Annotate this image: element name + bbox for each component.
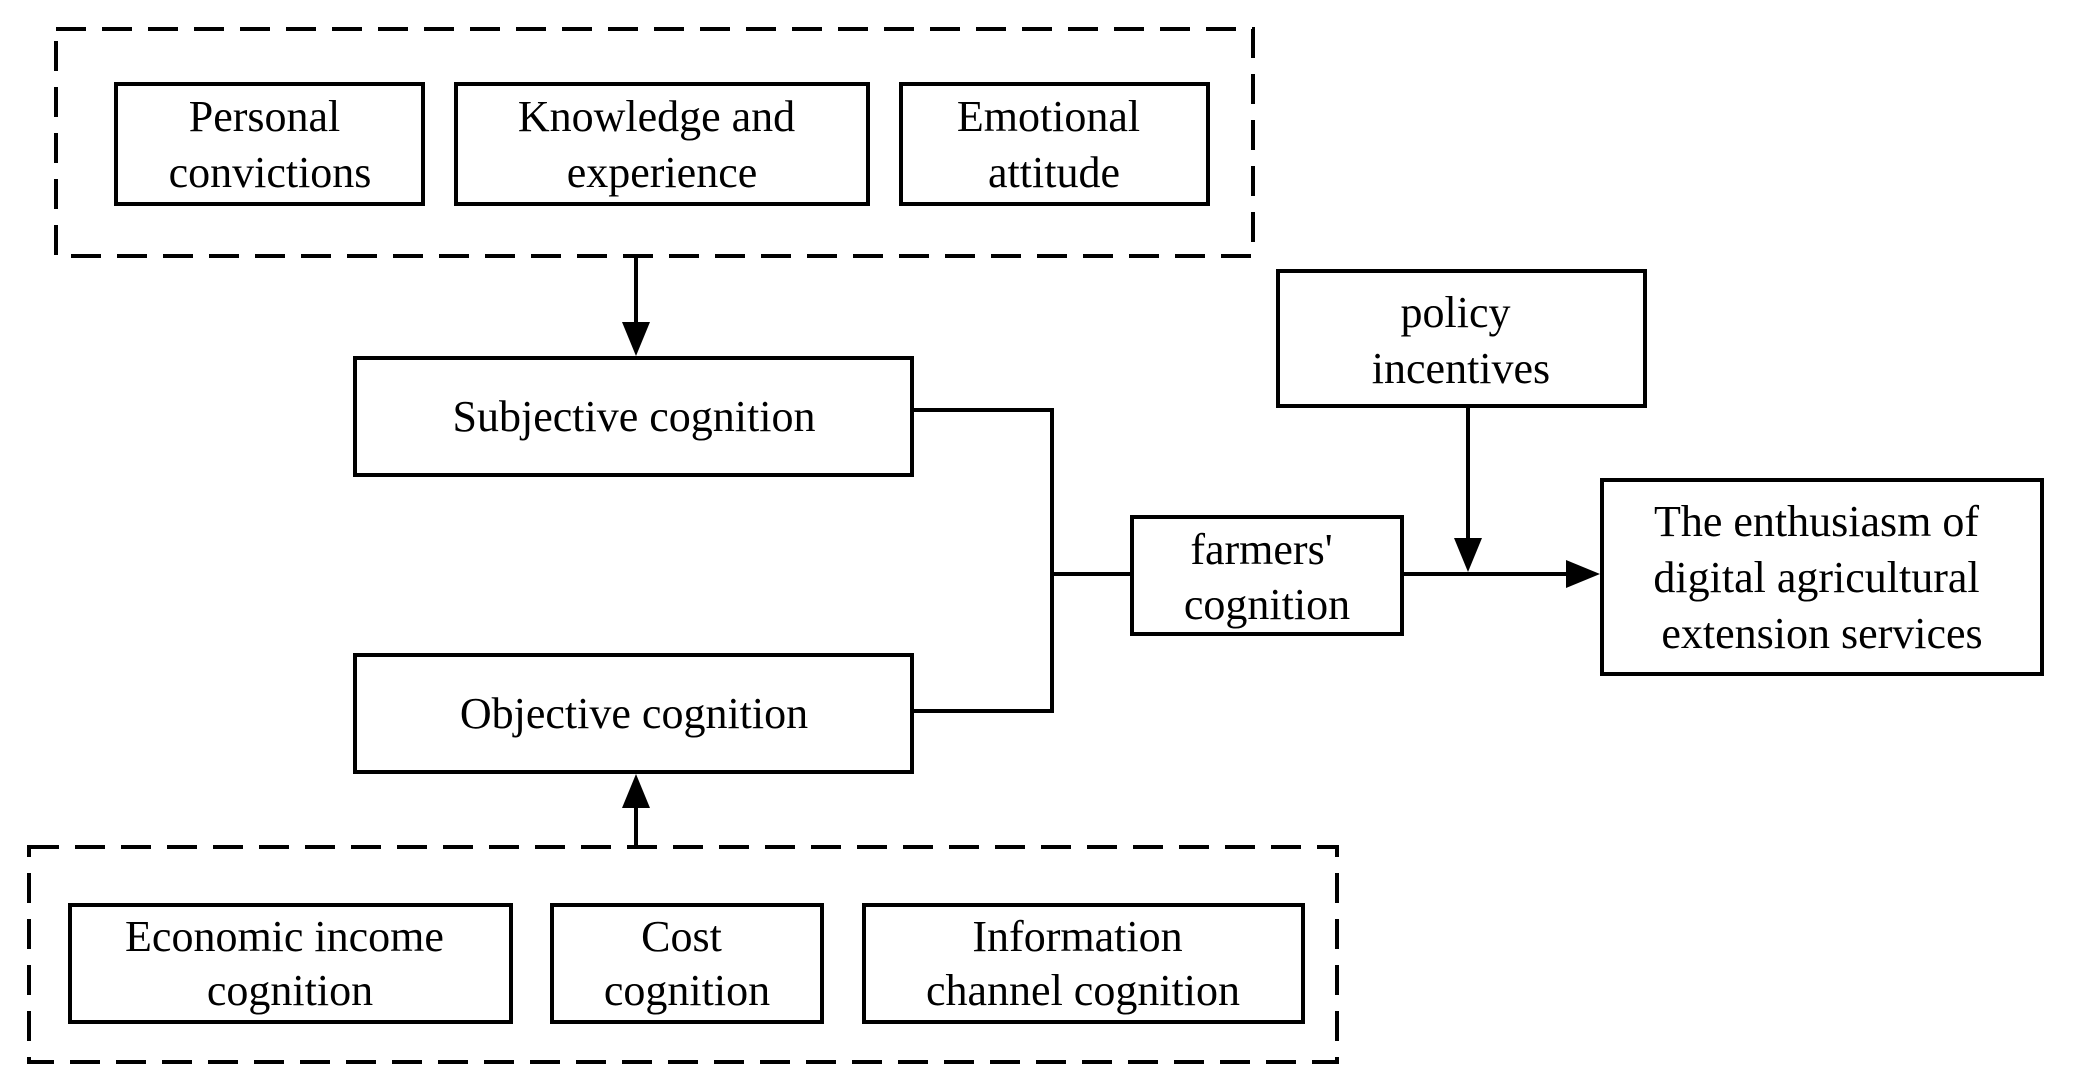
arrow-head-subjective [622,322,650,356]
factor-information-channel-line1: Information [972,912,1182,961]
factor-personal-convictions-line2: convictions [169,148,372,197]
cognition-merge-connector [912,408,1054,713]
arrow-head-objective [622,774,650,808]
svg-text:The enthusiasm of digita: The enthusiasm of digital agricultural e… [1653,497,1990,658]
svg-text:policy incentives: policy incentives [1372,288,1550,393]
factor-emotional-attitude-line1: Emotional [957,92,1140,141]
outcome-line3: extension services [1661,609,1982,658]
svg-text:Emotional attitude: Emotional attitude [957,92,1151,197]
policy-incentives-line2: incentives [1372,344,1550,393]
subjective-cognition-node: Subjective cognition [353,356,914,477]
farmers-cognition-line1: farmers' [1190,525,1332,574]
outcome-node: The enthusiasm of digital agricultural e… [1600,478,2044,676]
factor-economic-income-line2: cognition [207,966,373,1015]
factor-cost-line2: cognition [604,966,770,1015]
objective-cognition-label: Objective cognition [460,689,808,738]
outcome-line1: The enthusiasm of [1654,497,1979,546]
factor-information-channel: Information channel cognition [862,903,1305,1024]
svg-text:Knowledge and experience: Knowledge and experience [518,92,806,197]
factor-emotional-attitude-line2: attitude [988,148,1120,197]
factor-economic-income: Economic income cognition [68,903,513,1024]
arrow-head-outcome [1566,560,1600,588]
svg-text:Cost cognition: Cost cognition [604,912,770,1015]
policy-incentives-line1: policy [1401,288,1511,337]
objective-cognition-node: Objective cognition [353,653,914,774]
factor-cost: Cost cognition [550,903,824,1024]
farmers-cognition-line2: cognition [1184,580,1350,629]
factor-economic-income-line1: Economic income [125,912,444,961]
factor-knowledge-experience-line2: experience [567,148,758,197]
svg-text:farmers' cognition: farmers' cognition [1184,525,1350,629]
svg-text:Economic income cognitio: Economic income cognition [125,912,455,1015]
factor-knowledge-experience: Knowledge and experience [454,82,870,206]
factor-cost-line1: Cost [641,912,722,961]
factor-emotional-attitude: Emotional attitude [899,82,1210,206]
factor-personal-convictions-line1: Personal [189,92,341,141]
policy-incentives-node: policy incentives [1276,269,1647,408]
factor-personal-convictions: Personal convictions [114,82,425,206]
svg-text:Information channel cogn: Information channel cognition [926,912,1240,1015]
objective-factors-group [27,845,1339,1064]
factor-knowledge-experience-line1: Knowledge and [518,92,795,141]
outcome-line2: digital agricultural [1653,553,1979,602]
subjective-factors-group [54,27,1255,258]
factor-information-channel-line2: channel cognition [926,966,1240,1015]
arrow-head-policy [1454,538,1482,572]
farmers-cognition-node: farmers' cognition [1130,515,1404,636]
subjective-cognition-label: Subjective cognition [453,392,816,441]
svg-text:Personal convictions: Personal convictions [169,92,372,197]
